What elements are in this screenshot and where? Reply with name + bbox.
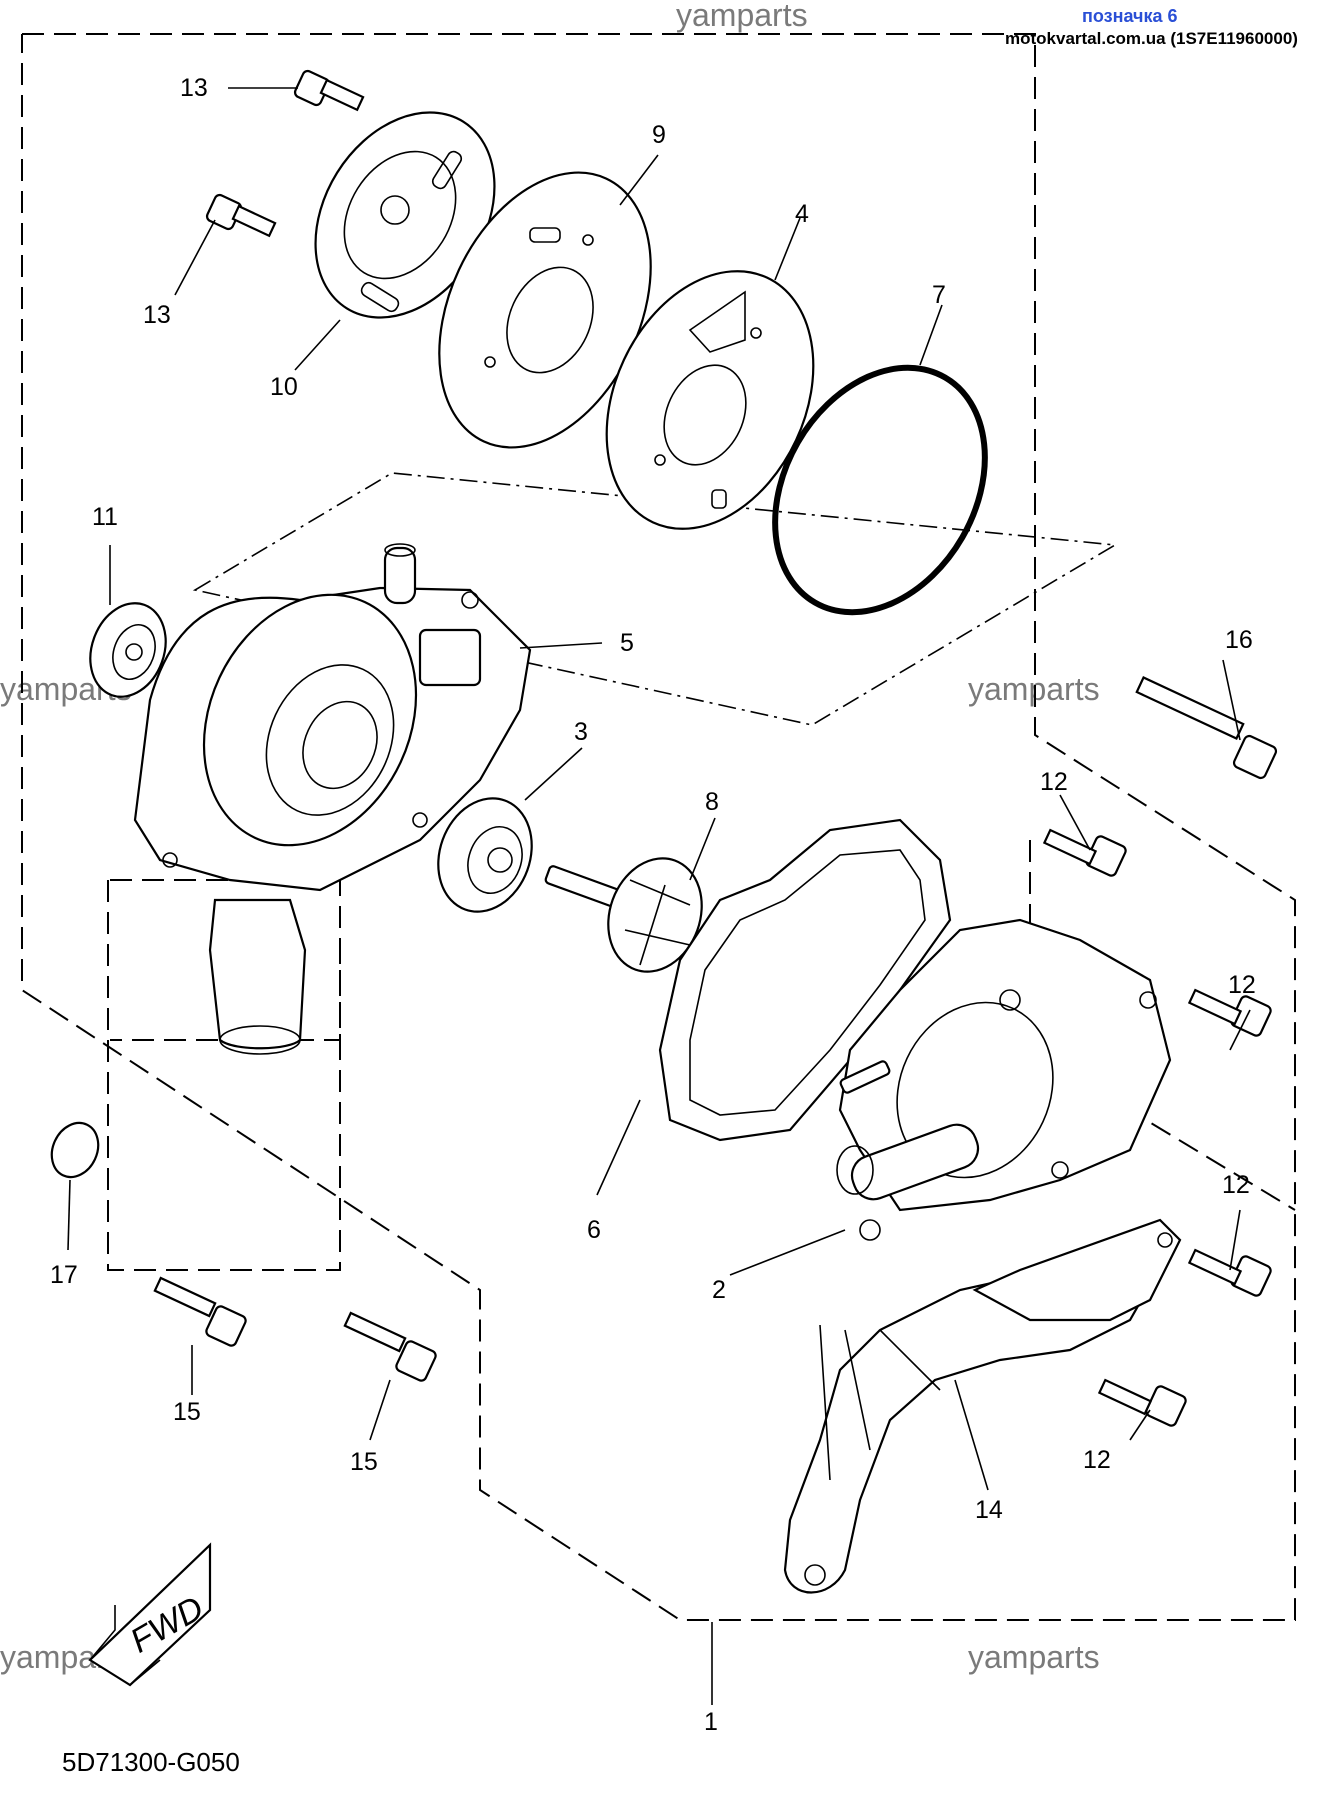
pump-outer-cover-10 — [314, 111, 496, 319]
body-plane-outline — [192, 472, 1118, 726]
washer-17 — [50, 1121, 100, 1179]
callout-11: 11 — [92, 503, 118, 531]
impeller-8 — [544, 857, 703, 973]
watermark-bottom-right: yamparts — [968, 1639, 1100, 1675]
pump-gasket-6 — [658, 818, 952, 1142]
bolt-12-upper — [1042, 828, 1127, 877]
bracket-14 — [783, 1218, 1182, 1594]
header-source: motokvartal.com.ua (1S7E11960000) — [1005, 29, 1298, 48]
bearing-11 — [89, 602, 167, 698]
pump-cover-2 — [836, 918, 1172, 1241]
pump-gasket-6-inner — [689, 849, 926, 1116]
bearing-3 — [437, 797, 533, 913]
callout-12: 12 — [1083, 1446, 1111, 1474]
bolt-15-left — [153, 1276, 247, 1347]
callout-1: 1 — [704, 1708, 718, 1736]
callout-13: 13 — [180, 74, 208, 102]
callout-16: 16 — [1225, 626, 1253, 654]
callout-3: 3 — [574, 718, 588, 746]
bolt-12-middle — [1187, 988, 1272, 1037]
assembly-outline — [21, 33, 1296, 1621]
callout-7: 7 — [932, 281, 946, 309]
o-ring-7 — [772, 364, 988, 616]
callout-15: 15 — [350, 1448, 378, 1476]
header-tag: позначка 6 — [1082, 6, 1178, 26]
leader-lines — [67, 87, 1251, 1705]
callout-5: 5 — [620, 629, 634, 657]
callout-17: 17 — [50, 1261, 78, 1289]
bolt-15-right — [343, 1311, 437, 1382]
callout-12: 12 — [1222, 1171, 1250, 1199]
diagram-code: 5D71300-G050 — [62, 1747, 240, 1777]
callout-12: 12 — [1040, 768, 1068, 796]
bolt-12-bottom — [1097, 1378, 1187, 1427]
gasket-plate-9 — [438, 171, 652, 449]
callout-6: 6 — [587, 1216, 601, 1244]
group-outline-bolts — [107, 880, 341, 1271]
callout-10: 10 — [270, 373, 298, 401]
bolt-16 — [1135, 676, 1278, 780]
callout-9: 9 — [652, 121, 666, 149]
callout-15: 15 — [173, 1398, 201, 1426]
fwd-arrow: FWD — [88, 1542, 212, 1687]
watermark-right: yamparts — [968, 671, 1100, 707]
bolt-13-upper — [293, 69, 365, 112]
bolt-13-lower — [205, 193, 277, 238]
bolt-12-lower — [1187, 1248, 1272, 1297]
callout-14: 14 — [975, 1496, 1003, 1524]
callout-8: 8 — [705, 788, 719, 816]
callout-4: 4 — [795, 200, 809, 228]
pump-body-5 — [133, 543, 532, 1055]
watermark-top: yamparts — [676, 0, 808, 33]
callout-2: 2 — [712, 1276, 726, 1304]
callout-13: 13 — [143, 301, 171, 329]
callout-12: 12 — [1228, 971, 1256, 999]
